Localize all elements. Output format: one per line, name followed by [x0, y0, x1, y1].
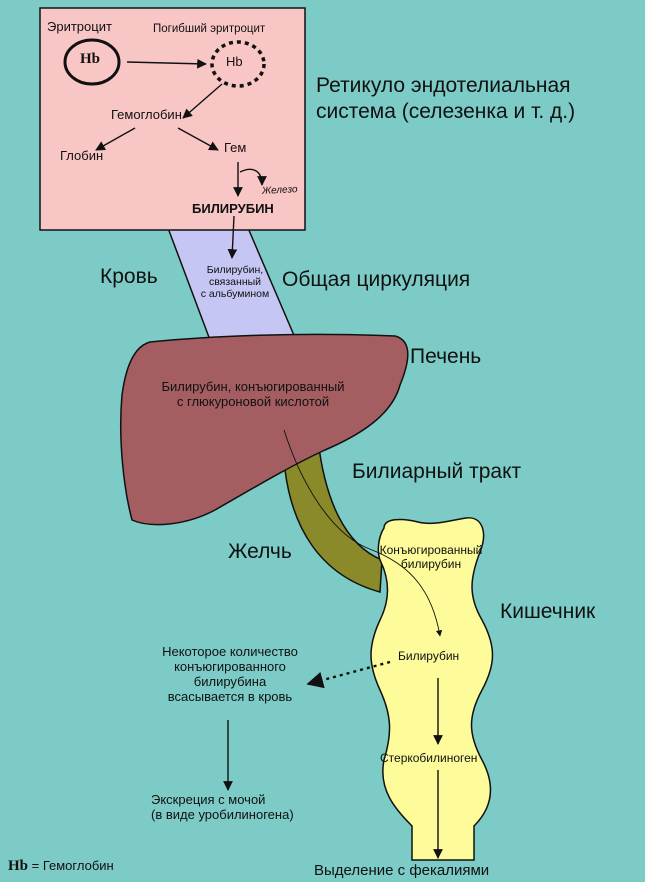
biliary-tract-label: Билиарный тракт — [352, 460, 522, 483]
hb-symbol: Hb — [80, 51, 101, 67]
iron-label: Железо — [261, 184, 298, 197]
res-label-line1: Ретикуло эндотелиальная — [316, 74, 571, 97]
intestine-bilirubin-label: Билирубин — [398, 649, 460, 663]
intestine-shape — [370, 517, 494, 861]
hb-dead-symbol: Hb — [226, 54, 243, 69]
bilirubin-box-label: БИЛИРУБИН — [192, 201, 274, 216]
hemoglobin-label: Гемоглобин — [111, 107, 182, 122]
urine-label: Экскреция с мочой (в виде уробилиногена) — [151, 792, 294, 822]
liver-label: Печень — [410, 345, 482, 368]
intestine-conjugated-label: Конъюгированный билирубин — [379, 543, 483, 571]
res-box — [39, 7, 306, 231]
reabsorb-label: Некоторое количество конъюгированного би… — [162, 644, 298, 704]
legend-text: = Гемоглобин — [31, 858, 114, 873]
erythrocyte-circle — [63, 38, 121, 86]
legend: Hb = Гемоглобин — [8, 858, 114, 875]
stercobilinogen-label: Стеркобилиноген — [380, 751, 478, 765]
blood-label: Кровь — [100, 265, 158, 288]
legend-hb-symbol: Hb — [8, 858, 29, 874]
erythrocyte-label: Эритроцит — [47, 19, 112, 34]
bound-bilirubin-label: Билирубин, связанный с альбумином — [200, 264, 270, 301]
heme-label: Гем — [224, 140, 247, 155]
circulation-label: Общая циркуляция — [282, 268, 471, 291]
intestine-label: Кишечник — [500, 600, 596, 623]
dead-erythrocyte-label: Погибший эритроцит — [153, 23, 266, 35]
feces-label: Выделение с фекалиями — [314, 862, 490, 879]
liver-conjugated-label: Билирубин, конъюгированный с глюкуроново… — [161, 379, 345, 409]
bile-duct — [284, 438, 383, 593]
liver-shape — [120, 333, 409, 526]
globin-label: Глобин — [60, 148, 104, 163]
dead-erythrocyte-circle — [210, 40, 266, 88]
bile-label: Желчь — [228, 540, 292, 563]
res-label-line2: система (селезенка и т. д.) — [316, 100, 576, 123]
